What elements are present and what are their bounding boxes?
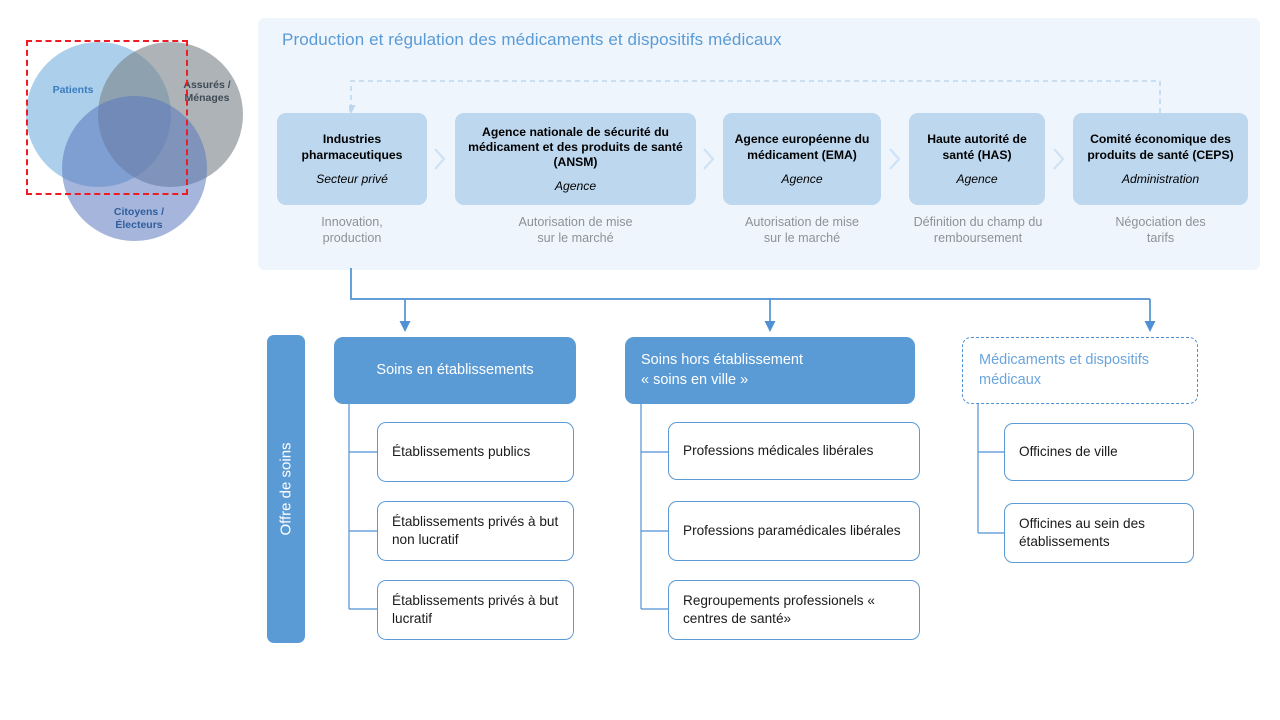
process-caption-ansm: Autorisation de mise sur le marché [455,214,696,247]
process-box-ema-name: Agence européenne du médicament (EMA) [734,132,870,162]
leaf-professions-medicales-liberales[interactable]: Professions médicales libérales [668,422,920,480]
process-box-ceps-type: Administration [1121,171,1200,186]
venn-label-citoyens-line2: Électeurs [115,219,163,232]
chevron-right-icon-2 [702,147,715,170]
leaf-regroupements-professionels-label: Regroupements professionels « centres de… [683,592,875,626]
category-header-soins-hors-etablissement-line2: « soins en ville » [641,371,749,388]
leaf-etablissements-publics-label: Établissements publics [392,443,531,459]
feedback-dashed-connector [346,79,1161,115]
leaf-etablissements-prives-lucratif-label: Établissements privés à but lucratif [392,592,559,626]
chevron-right-icon-1 [433,147,446,170]
process-caption-has-line1: Définition du champ du [913,215,1043,229]
tree-lines-column-1 [348,404,380,610]
leaf-etablissements-prives-non-lucratif[interactable]: Établissements privés à but non lucratif [377,501,574,561]
leaf-etablissements-prives-non-lucratif-label: Établissements privés à but non lucratif [392,513,559,547]
leaf-professions-paramedicales-liberales-label: Professions paramédicales libérales [683,522,901,538]
process-caption-ceps-line1: Négociation des [1115,215,1206,229]
process-caption-ansm-line1: Autorisation de mise [518,215,633,229]
selection-rectangle [26,40,188,195]
process-box-industries-type: Secteur privé [316,171,388,186]
leaf-etablissements-publics[interactable]: Établissements publics [377,422,574,482]
branch-connectors [330,262,1180,342]
venn-label-patients: Patients [38,84,108,97]
process-caption-ceps-line2: tarifs [1146,231,1175,246]
process-box-has-type: Agence [956,171,998,186]
process-caption-ansm-line2: sur le marché [537,231,614,246]
process-box-industries-name: Industries pharmaceutiques [301,132,403,162]
category-header-soins-hors-etablissement[interactable]: Soins hors établissement « soins en vill… [625,337,915,404]
leaf-officines-au-sein-des-etablissements-label: Officines au sein des établissements [1019,515,1145,549]
tree-lines-column-2 [640,404,672,610]
process-box-ema[interactable]: Agence européenne du médicament (EMA) Ag… [723,113,881,205]
process-box-ceps[interactable]: Comité économique des produits de santé … [1073,113,1248,205]
venn-label-assures: Assurés / Ménages [166,79,248,105]
process-caption-industries-line2: production [322,231,382,246]
tree-lines-column-3 [977,404,1009,534]
leaf-officines-de-ville-label: Officines de ville [1019,443,1118,459]
process-caption-industries: Innovation, production [277,214,427,247]
process-box-industries[interactable]: Industries pharmaceutiques Secteur privé [277,113,427,205]
process-box-ema-type: Agence [781,171,823,186]
leaf-professions-medicales-liberales-label: Professions médicales libérales [683,442,874,458]
chevron-right-icon-4 [1052,147,1065,170]
category-header-medicaments-dispositifs-line2: médicaux [979,371,1042,388]
venn-label-citoyens: Citoyens / Électeurs [96,206,182,232]
offre-de-soins-label: Offre de soins [277,442,295,536]
process-box-has[interactable]: Haute autorité de santé (HAS) Agence [909,113,1045,205]
venn-label-patients-text: Patients [52,84,94,96]
process-caption-ema: Autorisation de mise sur le marché [723,214,881,247]
process-caption-ema-line1: Autorisation de mise [744,215,860,229]
venn-label-citoyens-line1: Citoyens / [113,206,165,218]
process-box-has-name: Haute autorité de santé (HAS) [927,132,1027,162]
offre-de-soins-bar: Offre de soins [267,335,305,643]
category-header-soins-hors-etablissement-line1: Soins hors établissement [641,351,803,368]
stakeholder-venn: Patients Assurés / Ménages Citoyens / Él… [8,24,258,249]
chevron-right-icon-3 [888,147,901,170]
category-header-soins-en-etablissements[interactable]: Soins en établissements [334,337,576,404]
process-box-ansm[interactable]: Agence nationale de sécurité du médicame… [455,113,696,205]
category-header-soins-hors-etablissement-title: Soins hors établissement « soins en vill… [641,351,803,390]
process-caption-ceps: Négociation des tarifs [1073,214,1248,247]
process-caption-ema-line2: sur le marché [763,231,841,246]
process-box-ceps-name: Comité économique des produits de santé … [1087,132,1234,162]
leaf-etablissements-prives-lucratif[interactable]: Établissements privés à but lucratif [377,580,574,640]
category-header-medicaments-dispositifs[interactable]: Médicaments et dispositifs médicaux [962,337,1198,404]
category-header-medicaments-dispositifs-line1: Médicaments et dispositifs [979,351,1150,368]
process-caption-industries-line1: Innovation, [321,215,383,229]
leaf-professions-paramedicales-liberales[interactable]: Professions paramédicales libérales [668,501,920,561]
venn-circle-citoyens [62,96,207,241]
leaf-regroupements-professionels[interactable]: Regroupements professionels « centres de… [668,580,920,640]
panel-title: Production et régulation des médicaments… [282,30,782,49]
category-header-soins-en-etablissements-title: Soins en établissements [376,361,534,378]
leaf-officines-de-ville[interactable]: Officines de ville [1004,423,1194,481]
process-box-ansm-name: Agence nationale de sécurité du médicame… [468,124,683,170]
process-caption-has: Définition du champ du remboursement [893,214,1063,247]
leaf-officines-au-sein-des-etablissements[interactable]: Officines au sein des établissements [1004,503,1194,563]
venn-label-assures-line1: Assurés / [183,79,231,91]
category-header-medicaments-dispositifs-title: Médicaments et dispositifs médicaux [979,351,1149,390]
process-caption-has-line2: remboursement [933,231,1023,246]
process-box-ansm-type: Agence [554,179,597,194]
venn-label-assures-line2: Ménages [184,92,230,105]
